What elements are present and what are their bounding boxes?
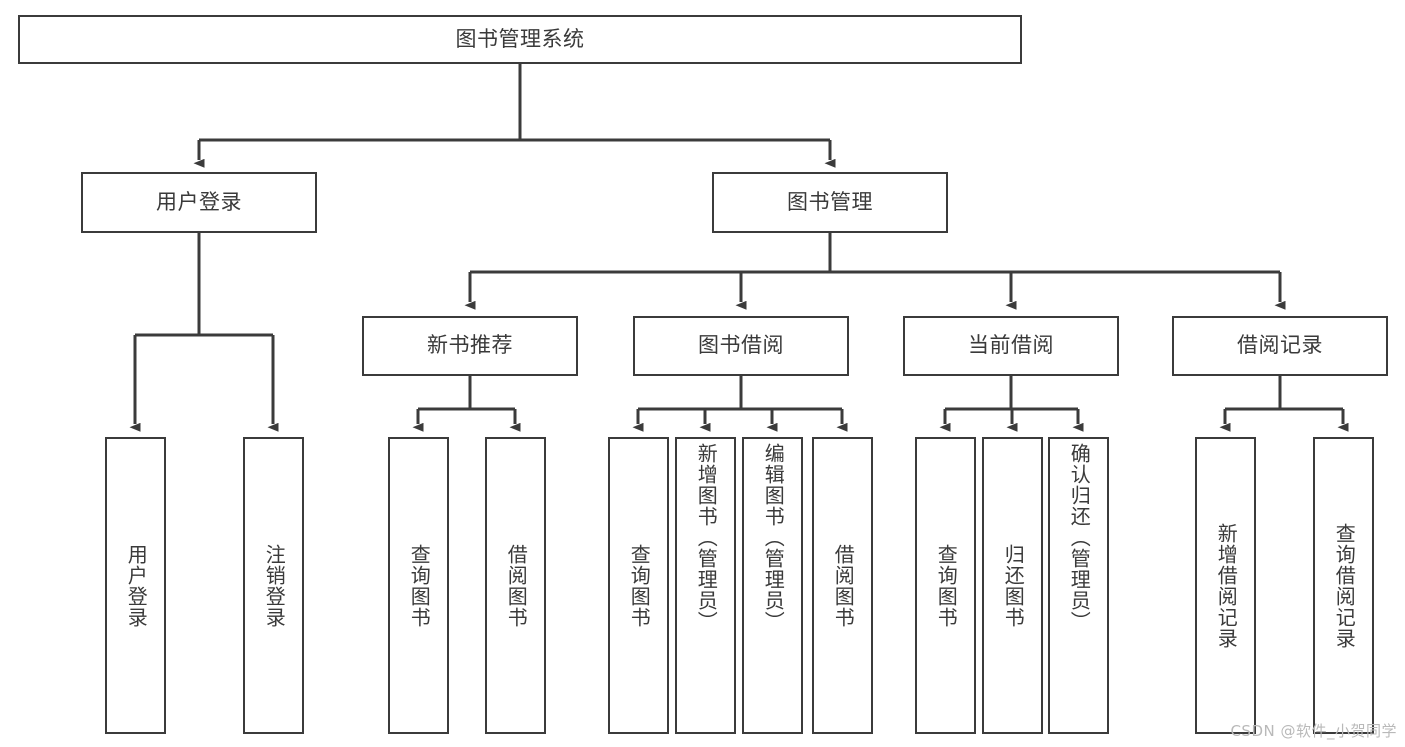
node-leaf-query-book-1-label: 查询图书 [407, 543, 432, 628]
node-leaf-add-record-label: 新增借阅记录 [1214, 522, 1239, 649]
node-borrow-record[interactable]: 借阅记录 [1172, 316, 1388, 376]
node-leaf-borrow-book-2-label: 借阅图书 [831, 543, 856, 628]
node-leaf-query-book-2-label: 查询图书 [627, 543, 652, 628]
node-new-book-recommend-label: 新书推荐 [427, 333, 513, 358]
node-leaf-query-book-1[interactable]: 查询图书 [388, 437, 449, 734]
node-leaf-confirm-return[interactable]: 确认归还（管理员） [1048, 437, 1109, 734]
node-leaf-user-logout-label: 注销登录 [262, 543, 287, 628]
node-leaf-borrow-book-1-label: 借阅图书 [504, 543, 529, 628]
node-leaf-user-login-label: 用户登录 [124, 543, 149, 628]
node-leaf-borrow-book-1[interactable]: 借阅图书 [485, 437, 546, 734]
node-user-login[interactable]: 用户登录 [81, 172, 317, 233]
node-leaf-add-book-label: 新增图书（管理员） [694, 443, 719, 632]
node-leaf-query-book-2[interactable]: 查询图书 [608, 437, 669, 734]
node-user-login-label: 用户登录 [156, 189, 242, 214]
node-book-borrow[interactable]: 图书借阅 [633, 316, 849, 376]
node-root-label: 图书管理系统 [455, 26, 585, 51]
node-leaf-query-record-label: 查询借阅记录 [1332, 522, 1357, 649]
node-current-borrow-label: 当前借阅 [968, 333, 1054, 358]
node-leaf-user-login[interactable]: 用户登录 [105, 437, 166, 734]
node-root[interactable]: 图书管理系统 [18, 15, 1022, 64]
node-leaf-add-book[interactable]: 新增图书（管理员） [675, 437, 736, 734]
node-leaf-user-logout[interactable]: 注销登录 [243, 437, 304, 734]
node-leaf-query-record[interactable]: 查询借阅记录 [1313, 437, 1374, 734]
node-borrow-record-label: 借阅记录 [1237, 333, 1323, 358]
node-book-management-label: 图书管理 [787, 189, 873, 214]
node-leaf-return-book-label: 归还图书 [1001, 543, 1026, 628]
node-new-book-recommend[interactable]: 新书推荐 [362, 316, 578, 376]
node-leaf-add-record[interactable]: 新增借阅记录 [1195, 437, 1256, 734]
node-leaf-confirm-return-label: 确认归还（管理员） [1067, 443, 1092, 632]
node-leaf-edit-book[interactable]: 编辑图书（管理员） [742, 437, 803, 734]
node-book-borrow-label: 图书借阅 [698, 333, 784, 358]
node-current-borrow[interactable]: 当前借阅 [903, 316, 1119, 376]
node-leaf-query-book-3[interactable]: 查询图书 [915, 437, 976, 734]
node-book-management[interactable]: 图书管理 [712, 172, 948, 233]
node-leaf-borrow-book-2[interactable]: 借阅图书 [812, 437, 873, 734]
node-leaf-return-book[interactable]: 归还图书 [982, 437, 1043, 734]
node-leaf-edit-book-label: 编辑图书（管理员） [761, 443, 786, 632]
node-leaf-query-book-3-label: 查询图书 [934, 543, 959, 628]
